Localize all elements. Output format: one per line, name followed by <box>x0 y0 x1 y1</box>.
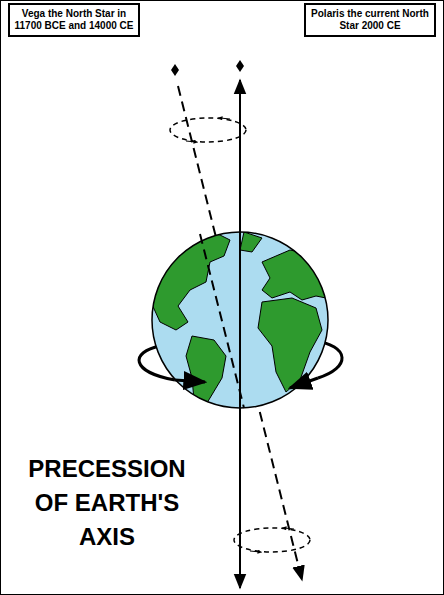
current-axis <box>239 80 241 588</box>
box-text: Vega the North Star in 11700 BCE and 140… <box>14 8 134 32</box>
diagram-title: PRECESSION OF EARTH'S AXIS <box>12 452 202 554</box>
vega-label-box: Vega the North Star in 11700 BCE and 140… <box>8 3 140 37</box>
title-text: PRECESSION OF EARTH'S AXIS <box>28 455 185 550</box>
vega-star <box>171 64 179 76</box>
precession-circle <box>170 118 246 142</box>
box-text: Polaris the current North Star 2000 CE <box>310 8 430 32</box>
precession-circle <box>234 528 310 552</box>
earth-continents <box>150 232 336 414</box>
polaris-star <box>236 60 244 72</box>
polaris-label-box: Polaris the current North Star 2000 CE <box>304 3 436 37</box>
